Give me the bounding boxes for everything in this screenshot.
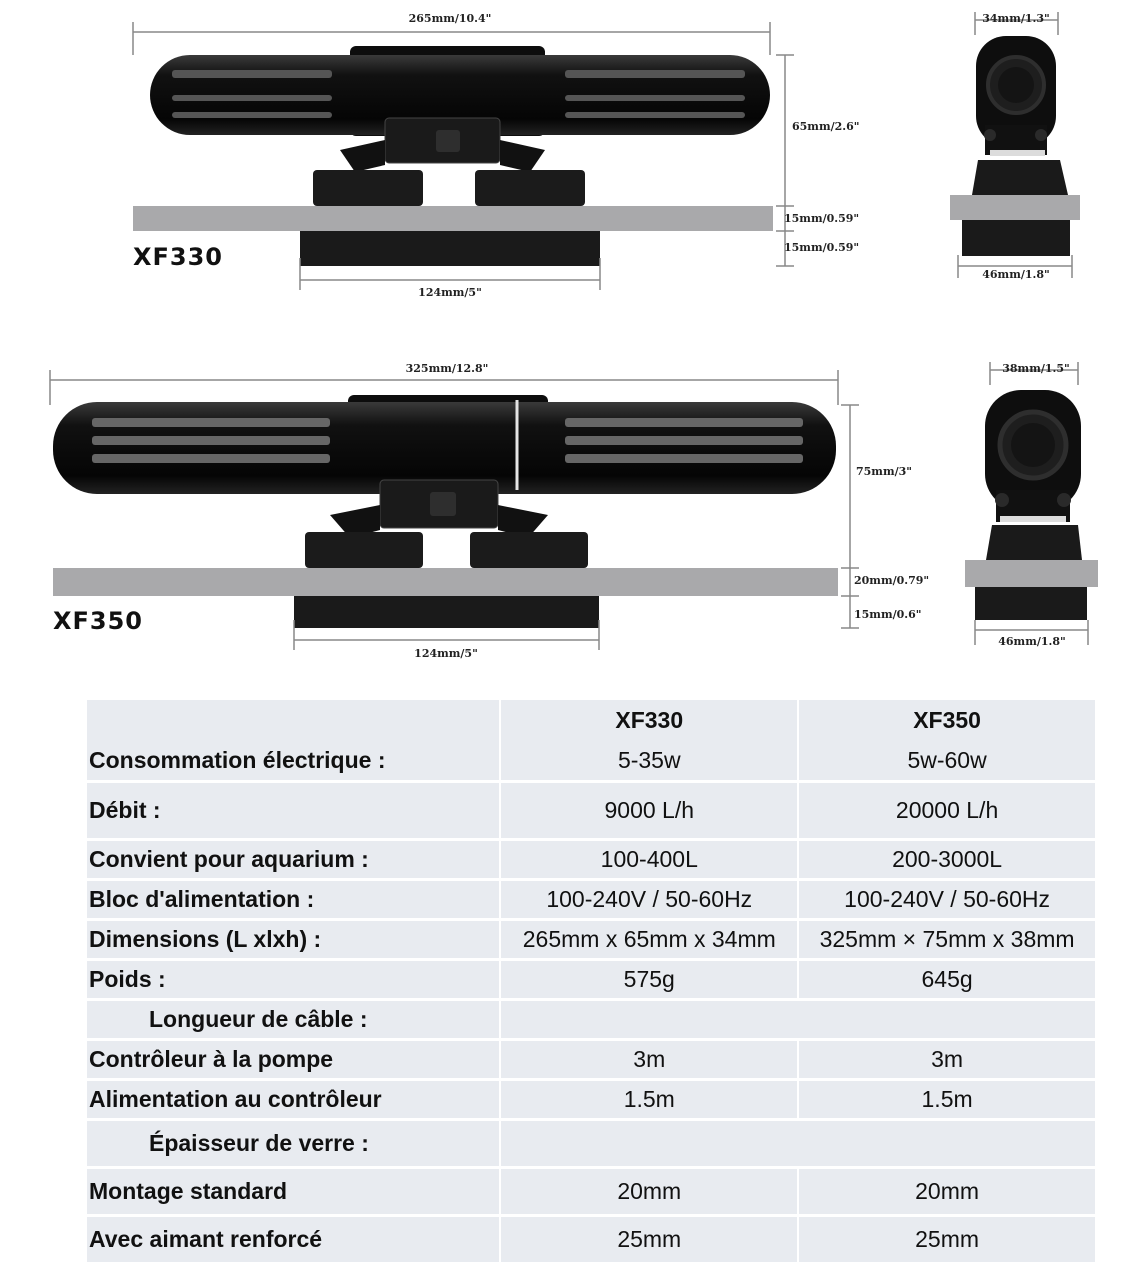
xf330-side-width-label: 34mm/1.3" xyxy=(982,12,1049,25)
row-value-xf350: 5w-60w xyxy=(799,740,1095,780)
row-label: Convient pour aquarium : xyxy=(87,838,500,878)
table-header-xf350: XF350 xyxy=(799,700,1095,740)
row-value-xf330: 265mm x 65mm x 34mm xyxy=(501,918,798,958)
section-spacer xyxy=(501,1118,1095,1166)
row-value-xf350: 20mm xyxy=(799,1166,1095,1214)
xf350-length-label: 325mm/12.8" xyxy=(406,362,489,375)
row-value-xf330: 9000 L/h xyxy=(501,780,798,838)
table-row: Montage standard 20mm 20mm xyxy=(87,1166,1095,1214)
row-value-xf350: 645g xyxy=(799,958,1095,998)
xf330-height-label: 65mm/2.6" xyxy=(792,120,859,133)
table-row: Bloc d'alimentation : 100-240V / 50-60Hz… xyxy=(87,878,1095,918)
row-label: Montage standard xyxy=(87,1166,500,1214)
xf350-side-base-label: 46mm/1.8" xyxy=(998,635,1065,648)
row-value-xf350: 325mm × 75mm x 38mm xyxy=(799,918,1095,958)
row-value-xf330: 25mm xyxy=(501,1214,798,1262)
row-value-xf330: 575g xyxy=(501,958,798,998)
row-label: Bloc d'alimentation : xyxy=(87,878,500,918)
table-header-xf330: XF330 xyxy=(501,700,798,740)
table-row: Dimensions (L xlxh) : 265mm x 65mm x 34m… xyxy=(87,918,1095,958)
xf330-suction-pad-left xyxy=(313,170,423,206)
xf350-glass-label: 20mm/0.79" xyxy=(854,574,929,587)
xf350-height-label: 75mm/3" xyxy=(856,465,912,478)
row-value-xf350: 25mm xyxy=(799,1214,1095,1262)
xf350-intake-grille-left xyxy=(92,418,330,463)
xf330-base-label: 124mm/5" xyxy=(418,286,482,299)
xf330-intake-grille-right xyxy=(565,70,745,118)
xf350-suction-pad-right xyxy=(470,532,588,568)
row-label: Poids : xyxy=(87,958,500,998)
xf350-magnet-plate xyxy=(294,596,599,628)
xf330-side-base-label: 46mm/1.8" xyxy=(982,268,1049,281)
xf350-bottom-label: 15mm/0.6" xyxy=(854,608,921,621)
table-row: Alimentation au contrôleur 1.5m 1.5m xyxy=(87,1078,1095,1118)
row-label: Contrôleur à la pompe xyxy=(87,1038,500,1078)
row-label: Consommation électrique : xyxy=(87,740,500,780)
xf350-suction-pad-left xyxy=(305,532,423,568)
table-row: Débit : 9000 L/h 20000 L/h xyxy=(87,780,1095,838)
row-value-xf330: 5-35w xyxy=(501,740,798,780)
xf330-intake-grille-left xyxy=(172,70,332,118)
xf350-side-view xyxy=(965,362,1098,645)
table-row: Contrôleur à la pompe 3m 3m xyxy=(87,1038,1095,1078)
row-value-xf350: 3m xyxy=(799,1038,1095,1078)
table-row: Consommation électrique : 5-35w 5w-60w xyxy=(87,740,1095,780)
xf350-glass-panel xyxy=(53,568,838,596)
xf350-dimension-drawing: 325mm/12.8" XF350 124mm/5" 75mm/3" 20mm/… xyxy=(49,362,1098,660)
xf330-dimension-drawing: 265mm/10.4" XF330 124mm/5" 65mm/2.6" 15m… xyxy=(132,12,1080,299)
table-header-row: XF330 XF350 xyxy=(87,700,1095,740)
xf330-suction-pad-right xyxy=(475,170,585,206)
table-section-row: Épaisseur de verre : xyxy=(87,1118,1095,1166)
row-label: Alimentation au contrôleur xyxy=(87,1078,500,1118)
xf330-side-view xyxy=(950,12,1080,278)
table-row: Convient pour aquarium : 100-400L 200-30… xyxy=(87,838,1095,878)
section-spacer xyxy=(501,998,1095,1038)
xf330-length-label: 265mm/10.4" xyxy=(409,12,492,25)
xf330-magnet-plate xyxy=(300,231,600,266)
row-value-xf330: 100-240V / 50-60Hz xyxy=(501,878,798,918)
row-value-xf350: 200-3000L xyxy=(799,838,1095,878)
xf330-glass-label: 15mm/0.59" xyxy=(784,212,859,225)
table-row: Poids : 575g 645g xyxy=(87,958,1095,998)
row-value-xf350: 1.5m xyxy=(799,1078,1095,1118)
row-value-xf330: 100-400L xyxy=(501,838,798,878)
row-label: Avec aimant renforcé xyxy=(87,1214,500,1262)
xf330-model-label: XF330 xyxy=(133,243,223,271)
row-value-xf330: 1.5m xyxy=(501,1078,798,1118)
section-label-glass: Épaisseur de verre : xyxy=(87,1118,500,1166)
spec-table: XF330 XF350 Consommation électrique : 5-… xyxy=(85,700,1097,1262)
row-value-xf330: 3m xyxy=(501,1038,798,1078)
row-value-xf350: 20000 L/h xyxy=(799,780,1095,838)
section-label-cable: Longueur de câble : xyxy=(87,998,500,1038)
row-value-xf350: 100-240V / 50-60Hz xyxy=(799,878,1095,918)
table-header-empty xyxy=(87,700,500,740)
row-label: Dimensions (L xlxh) : xyxy=(87,918,500,958)
xf330-glass-panel xyxy=(133,206,773,231)
xf350-side-width-label: 38mm/1.5" xyxy=(1002,362,1069,375)
xf350-model-label: XF350 xyxy=(53,607,143,635)
row-value-xf330: 20mm xyxy=(501,1166,798,1214)
table-row: Avec aimant renforcé 25mm 25mm xyxy=(87,1214,1095,1262)
row-label: Débit : xyxy=(87,780,500,838)
xf350-base-label: 124mm/5" xyxy=(414,647,478,660)
table-section-row: Longueur de câble : xyxy=(87,998,1095,1038)
xf350-intake-grille-right xyxy=(565,418,803,463)
xf330-bottom-label: 15mm/0.59" xyxy=(784,241,859,254)
